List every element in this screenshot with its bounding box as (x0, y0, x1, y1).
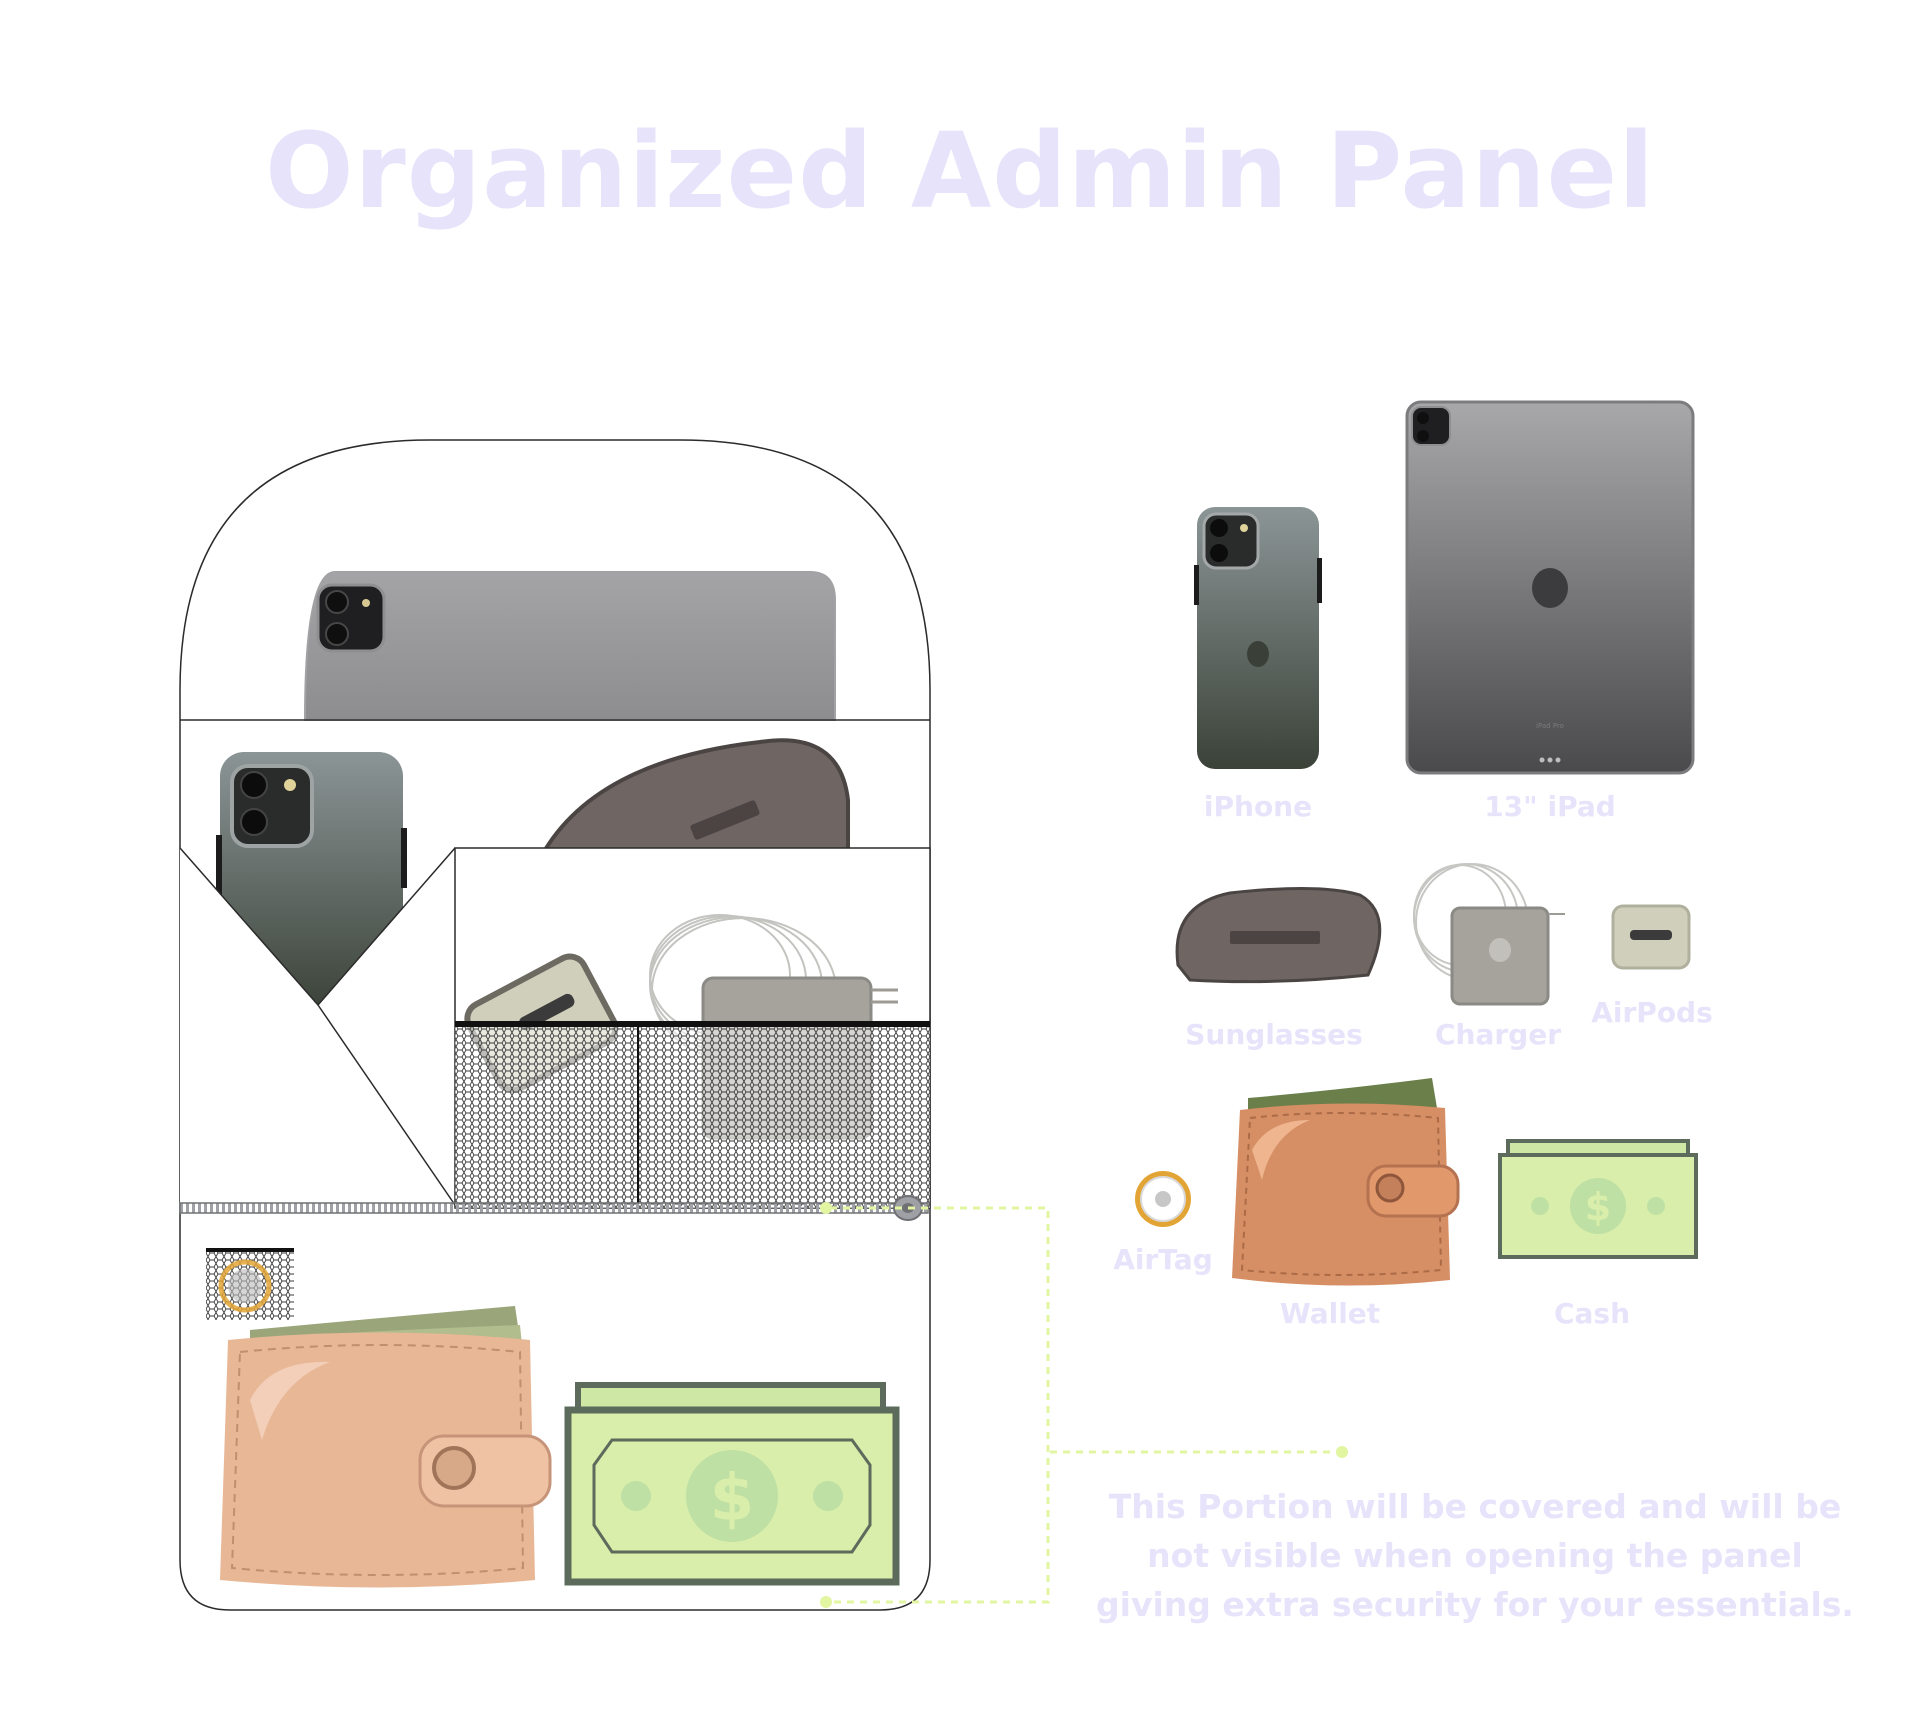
label-sunglasses: Sunglasses (1185, 1018, 1363, 1051)
label-cash: Cash (1553, 1297, 1631, 1330)
label-charger: Charger (1434, 1018, 1562, 1051)
label-iphone: iPhone (1203, 790, 1313, 823)
label-wallet: Wallet (1279, 1297, 1381, 1330)
security-note-line-1: This Portion will be covered and will be (1108, 1487, 1842, 1526)
sunglasses-icon (1175, 886, 1382, 984)
svg-text:$: $ (710, 1462, 755, 1536)
panel-sunglasses-case (541, 738, 850, 852)
ipad-model-text: iPad Pro (1536, 722, 1564, 730)
airtag-icon (1135, 1171, 1191, 1227)
right-pocket (454, 847, 931, 1209)
panel-airtag-pocket (206, 1248, 294, 1320)
page-title: Organized Admin Panel (265, 110, 1655, 232)
panel-cash: $ (564, 1382, 900, 1586)
cash-icon: $ (1498, 1139, 1698, 1259)
svg-text:$: $ (1585, 1185, 1611, 1229)
ipad-icon: iPad Pro (1405, 400, 1695, 775)
security-note-line-3: giving extra security for your essential… (1096, 1585, 1854, 1624)
airpods-icon (1611, 904, 1691, 970)
label-airpods: AirPods (1591, 996, 1713, 1029)
iphone-icon (1194, 507, 1322, 769)
label-airtag: AirTag (1113, 1243, 1213, 1276)
panel-wallet (220, 1306, 552, 1588)
panel-ipad (303, 571, 836, 721)
hidden-section-connector (826, 1206, 1342, 1604)
security-note-line-2: not visible when opening the panel (1147, 1536, 1803, 1575)
security-note: This Portion will be covered and will be… (1095, 1482, 1855, 1629)
wallet-icon (1232, 1078, 1460, 1286)
label-ipad: 13" iPad (1484, 790, 1616, 823)
left-pocket (179, 847, 456, 1206)
charger-icon (1413, 863, 1565, 1006)
